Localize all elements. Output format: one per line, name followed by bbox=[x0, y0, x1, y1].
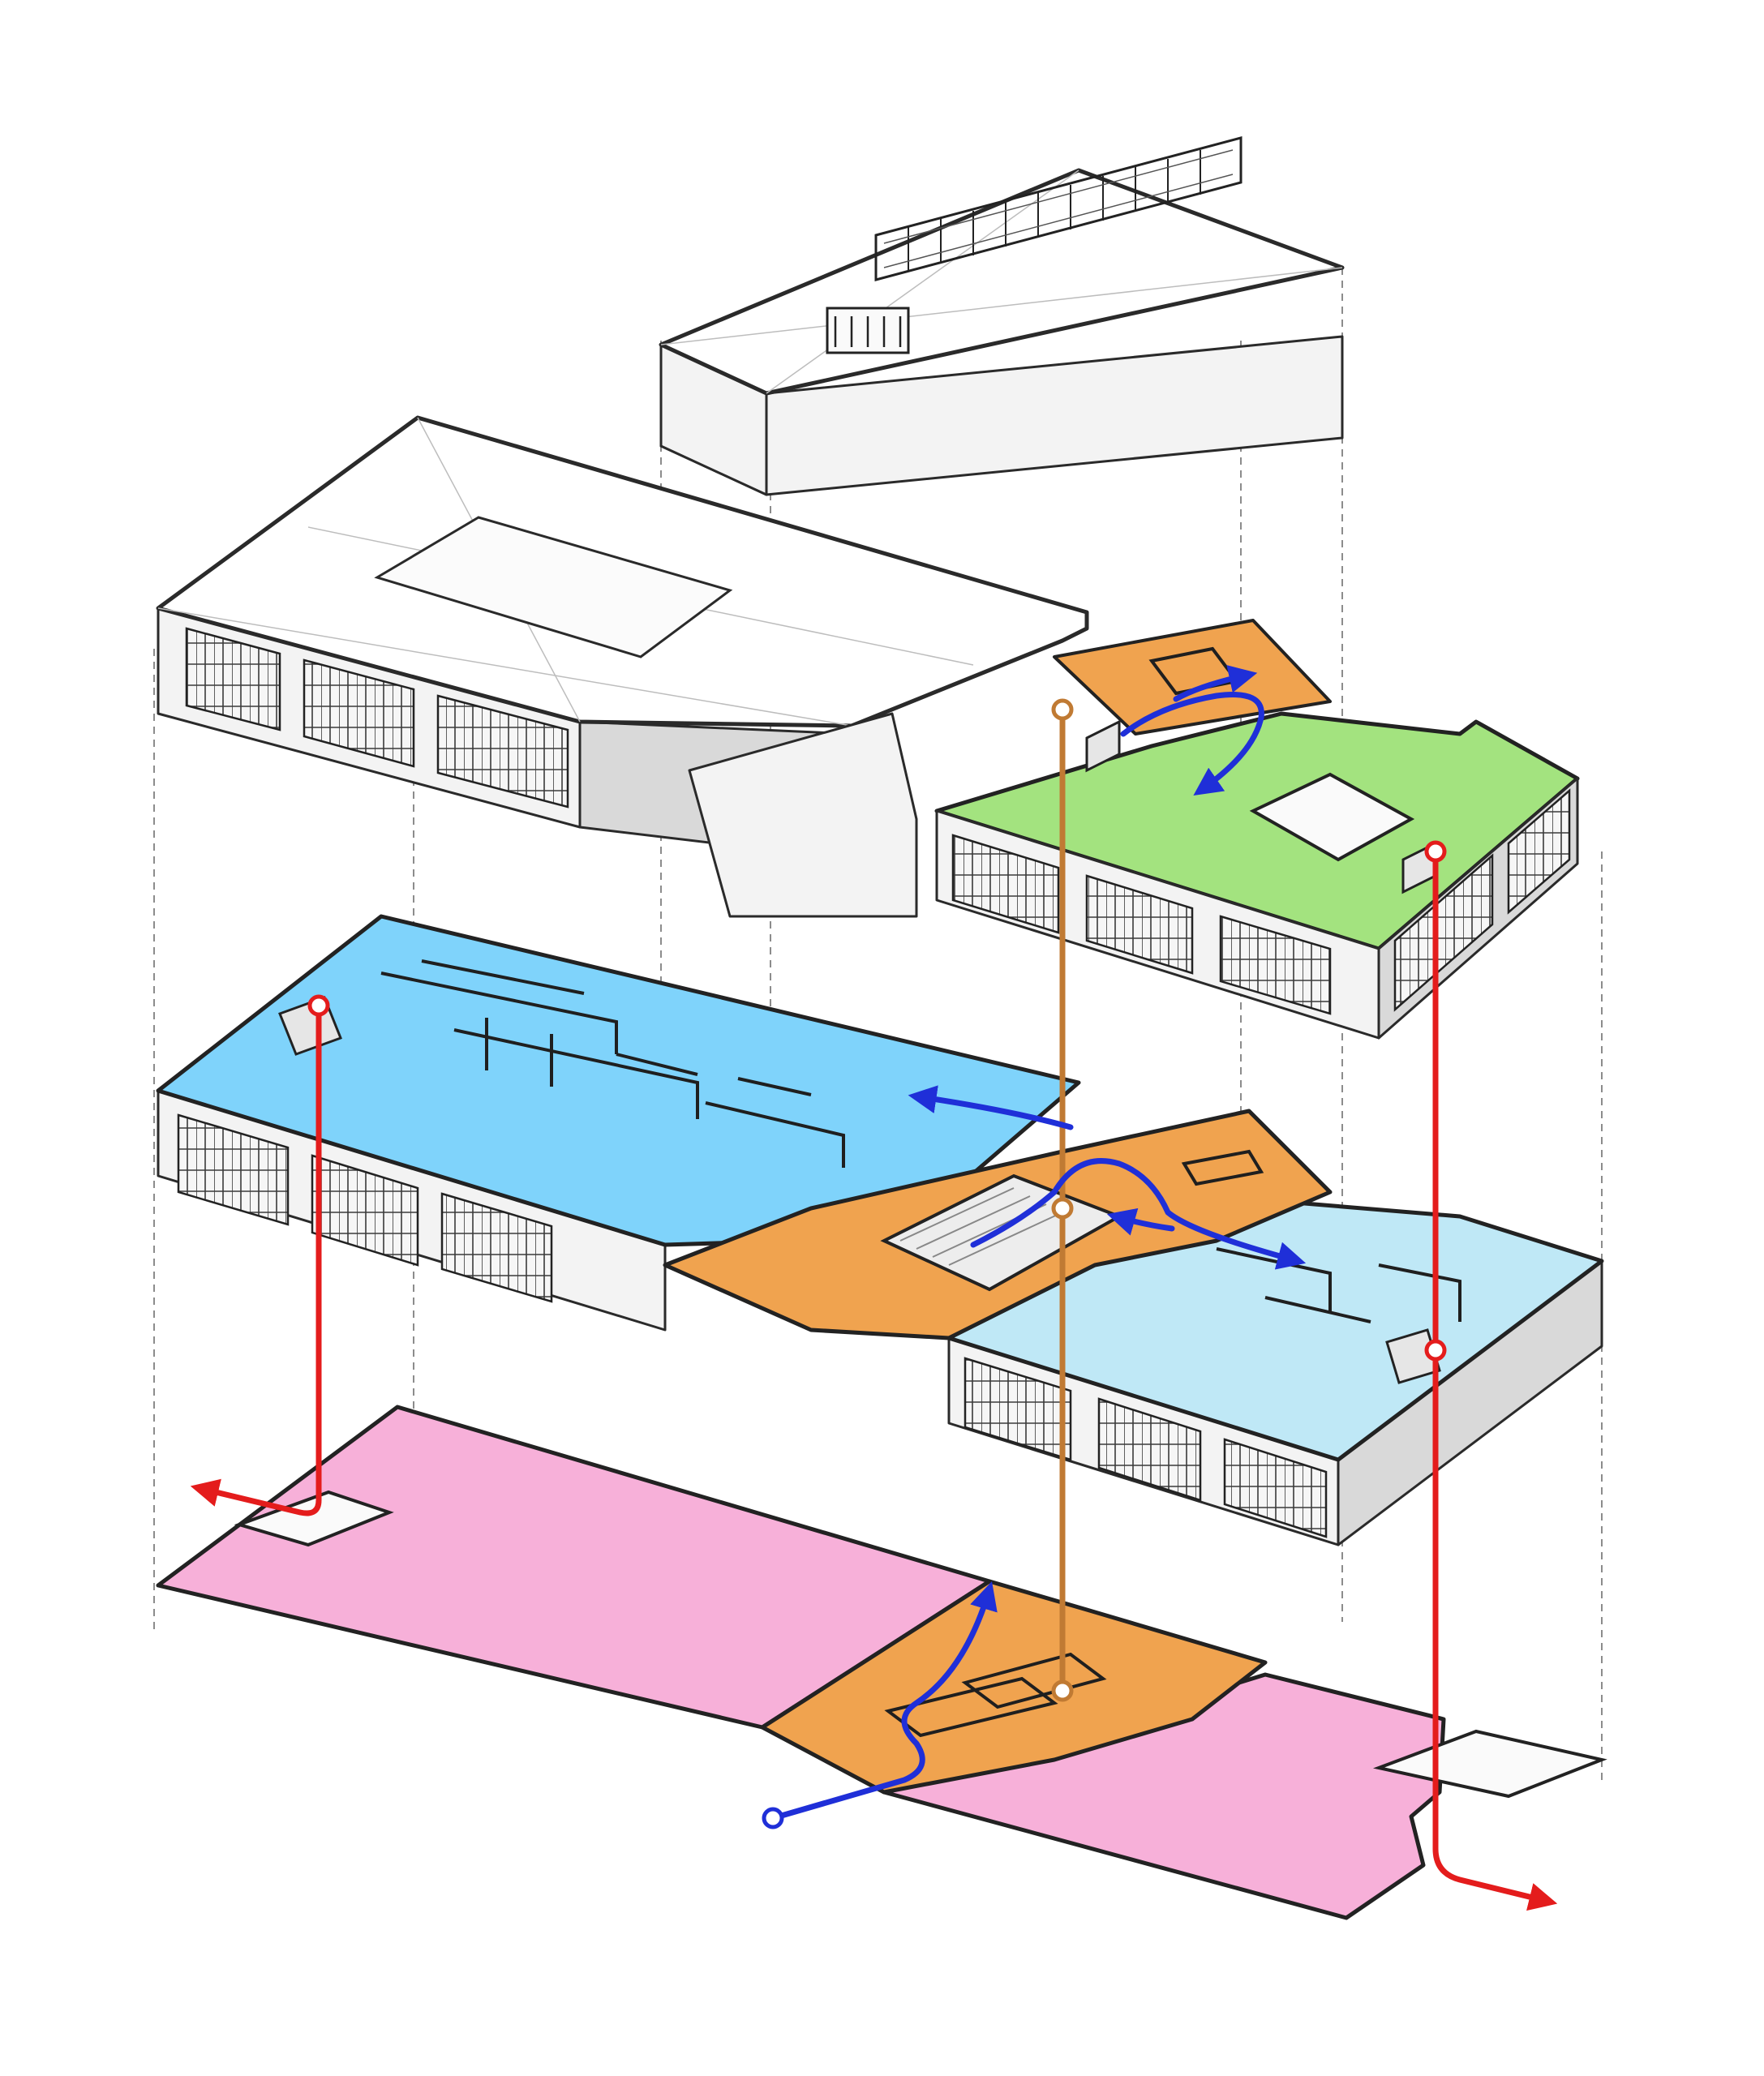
rooftop-sign-icon bbox=[826, 136, 1243, 354]
reception-desk bbox=[1181, 1149, 1264, 1186]
circulation-arrow-icon bbox=[1173, 665, 1258, 702]
circulation-arrow-icon bbox=[970, 1158, 1307, 1270]
ground-stair-core-west bbox=[234, 1490, 394, 1547]
circulation-routes bbox=[762, 665, 1307, 1829]
skylight bbox=[374, 516, 733, 658]
ground-security-desk bbox=[884, 1676, 1058, 1738]
egress-arrow-icon bbox=[190, 1002, 322, 1516]
egress-routes bbox=[190, 840, 1558, 1911]
circulation-arrow-icon bbox=[1120, 692, 1264, 796]
circulation-arrow-icon bbox=[1106, 1207, 1175, 1236]
vertical-connector-node-icon bbox=[1051, 698, 1074, 721]
vertical-connector-node-icon bbox=[1051, 1679, 1074, 1702]
circulation-arrow-icon bbox=[775, 1581, 998, 1820]
ground-level bbox=[156, 1405, 1607, 1920]
terrace-courtyard bbox=[1249, 772, 1415, 862]
circulation-arrow-icon bbox=[908, 1085, 1074, 1130]
vertical-connector-node-icon bbox=[762, 1807, 784, 1829]
ground-floor-plate-east bbox=[882, 1672, 1446, 1920]
level-1-rooms bbox=[380, 959, 1461, 1323]
level-1-east-windows bbox=[964, 1357, 1328, 1538]
vertical-connector-node-icon bbox=[1424, 1339, 1447, 1362]
vertical-connector-node-icon bbox=[1051, 1197, 1074, 1220]
level-2-east-windows bbox=[951, 788, 1571, 1015]
egress-arrow-icon bbox=[1432, 848, 1558, 1911]
stair-icon bbox=[1385, 1328, 1441, 1384]
atrium-glazing bbox=[688, 712, 918, 918]
stair-icon bbox=[1085, 719, 1121, 773]
level-2 bbox=[156, 415, 1580, 1040]
level-1 bbox=[156, 914, 1604, 1546]
vertical-connector-node-icon bbox=[307, 994, 330, 1017]
level-2-west-windows bbox=[185, 627, 569, 809]
vertical-connector-node-icon bbox=[1424, 840, 1447, 863]
ground-lobby bbox=[760, 1579, 1268, 1795]
vertical-core-connector bbox=[1051, 698, 1074, 1702]
penthouse-level bbox=[659, 136, 1345, 496]
level-1-west-windows bbox=[177, 1113, 553, 1303]
